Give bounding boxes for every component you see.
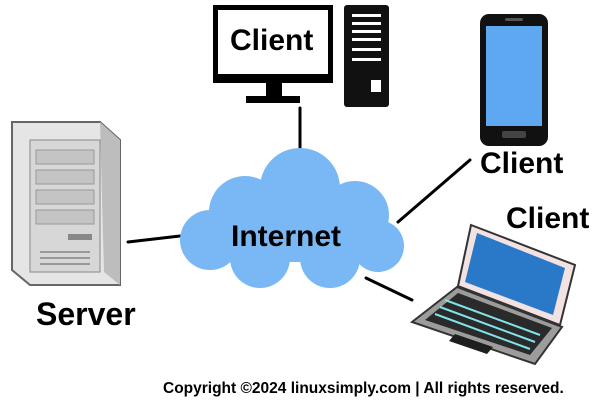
phone-client-label: Client (480, 147, 564, 180)
copyright-notice: Copyright ©2024 linuxsimply.com | All ri… (163, 380, 564, 397)
desktop-tower-icon (344, 5, 389, 107)
link-cloud-to-phone (396, 158, 472, 224)
desktop-monitor-icon (213, 5, 333, 103)
server-label: Server (36, 296, 136, 332)
internet-cloud-icon (180, 148, 404, 288)
internet-label: Internet (231, 220, 342, 253)
server-tower-icon (11, 121, 121, 286)
link-cloud-to-server (126, 234, 182, 244)
laptop-client-label: Client (506, 202, 590, 235)
link-cloud-to-laptop (364, 276, 414, 302)
smartphone-icon (480, 14, 548, 146)
desktop-client-label: Client (230, 24, 314, 57)
laptop-icon (409, 223, 577, 366)
